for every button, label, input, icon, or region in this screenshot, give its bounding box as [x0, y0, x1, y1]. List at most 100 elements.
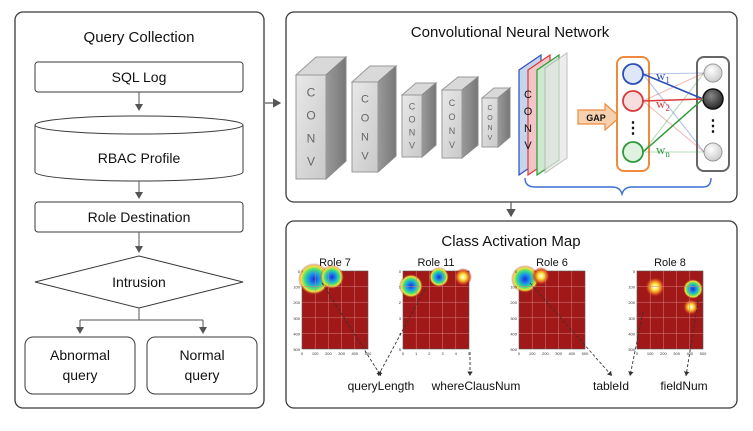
- y-tick-label: 200: [628, 300, 635, 305]
- feature-label-fieldnum: fieldNum: [660, 379, 707, 393]
- conv-letter: V: [361, 150, 369, 162]
- y-tick-label: 400: [293, 331, 300, 336]
- gap-node-2: [622, 90, 644, 112]
- x-tick-label: 200: [542, 351, 549, 356]
- conv-letter: O: [361, 112, 370, 124]
- feature-pointer: [628, 311, 644, 377]
- intrusion-label: Intrusion: [112, 274, 166, 290]
- y-tick-label: 500: [510, 347, 517, 352]
- x-tick-label: 400: [351, 351, 358, 356]
- x-tick-label: 0: [402, 351, 405, 356]
- heatmap-hotspot: [454, 268, 472, 286]
- rbac-profile-cylinder: [34, 115, 244, 182]
- y-tick-label: 1: [399, 285, 402, 290]
- conv-letter: O: [487, 115, 493, 122]
- heatmap-hotspot: [645, 277, 665, 297]
- x-tick-label: 300: [555, 351, 562, 356]
- role-destination-label: Role Destination: [88, 209, 191, 225]
- heatmap-hotspot: [429, 267, 449, 287]
- gap-node-n: [622, 141, 644, 163]
- conv-letter: C: [361, 93, 369, 105]
- feature-label-whereclausnum: whereClausNum: [431, 379, 521, 393]
- weight-w2-label: w2: [656, 96, 670, 113]
- stack-conv-letter-c: C: [524, 89, 532, 101]
- cam-panel: Class Activation Map Role 70100200300400…: [285, 220, 738, 409]
- rbac-profile-label: RBAC Profile: [98, 150, 181, 166]
- cam-map-title: Role 8: [654, 257, 686, 269]
- x-tick-label: 100: [647, 351, 654, 356]
- y-tick-label: 2: [399, 300, 402, 305]
- x-tick-label: 500: [700, 351, 707, 356]
- gap-node-column: [616, 56, 650, 172]
- conv-letter: V: [488, 135, 493, 142]
- feature-pointer: [377, 288, 426, 377]
- cam-map-title: Role 6: [536, 257, 568, 269]
- y-tick-label: 0: [399, 269, 402, 274]
- gap-node-1: [622, 63, 644, 85]
- x-tick-label: 4: [455, 351, 458, 356]
- heatmap-hotspot: [320, 265, 344, 289]
- conv-letter: C: [487, 105, 492, 112]
- feature-map-stack: [518, 52, 568, 177]
- conv-letter: N: [361, 131, 369, 143]
- feature-pointer: [321, 282, 382, 377]
- x-tick-label: 2: [428, 351, 431, 356]
- y-tick-label: 500: [293, 347, 300, 352]
- x-tick-label: 500: [582, 351, 589, 356]
- x-tick-label: 200: [325, 351, 332, 356]
- x-tick-label: 500: [365, 351, 372, 356]
- weight-lines: [642, 72, 705, 153]
- x-tick-label: 300: [673, 351, 680, 356]
- query-collection-title: Query Collection: [84, 29, 195, 46]
- conv-letter: V: [449, 140, 455, 150]
- y-tick-label: 0: [633, 269, 636, 274]
- query-collection-panel: Query Collection SQL Log RBAC Profile Ro…: [14, 11, 265, 409]
- weight-wn-label: wn: [656, 142, 670, 159]
- conv-letter: C: [449, 98, 456, 108]
- y-tick-label: 500: [628, 347, 635, 352]
- cam-title: Class Activation Map: [441, 233, 580, 250]
- y-tick-label: 5: [399, 347, 402, 352]
- conv-letter: O: [448, 112, 455, 122]
- y-tick-label: 200: [293, 300, 300, 305]
- x-tick-label: 0: [301, 351, 304, 356]
- conv-letter: C: [307, 86, 316, 100]
- stack-conv-letter-v: V: [524, 140, 532, 152]
- y-tick-label: 300: [293, 316, 300, 321]
- output-node-n: [703, 142, 723, 162]
- y-tick-label: 3: [399, 316, 402, 321]
- abnormal-query-line2: query: [62, 367, 97, 383]
- x-tick-label: 3: [441, 351, 444, 356]
- conv-letter: O: [306, 109, 315, 123]
- branch-connector: [76, 308, 207, 334]
- sql-log-label: SQL Log: [112, 69, 167, 85]
- feature-pointer: [529, 282, 613, 377]
- heatmap-hotspot: [399, 274, 423, 298]
- x-tick-label: 100: [312, 351, 319, 356]
- y-tick-label: 400: [628, 331, 635, 336]
- y-tick-label: 200: [510, 300, 517, 305]
- y-tick-label: 100: [628, 285, 635, 290]
- normal-query-box: [146, 336, 258, 395]
- x-tick-label: 1: [415, 351, 418, 356]
- normal-query-line2: query: [184, 367, 219, 383]
- y-tick-label: 0: [298, 269, 301, 274]
- cnn-title: Convolutional Neural Network: [411, 24, 610, 41]
- heatmap-hotspot: [532, 267, 550, 285]
- x-tick-label: 5: [468, 351, 471, 356]
- gap-label: GAP: [586, 113, 606, 123]
- y-tick-label: 100: [293, 285, 300, 290]
- x-tick-label: 100: [529, 351, 536, 356]
- weight-w1-label: w1: [656, 68, 670, 85]
- output-ellipsis: ⋮: [705, 118, 721, 135]
